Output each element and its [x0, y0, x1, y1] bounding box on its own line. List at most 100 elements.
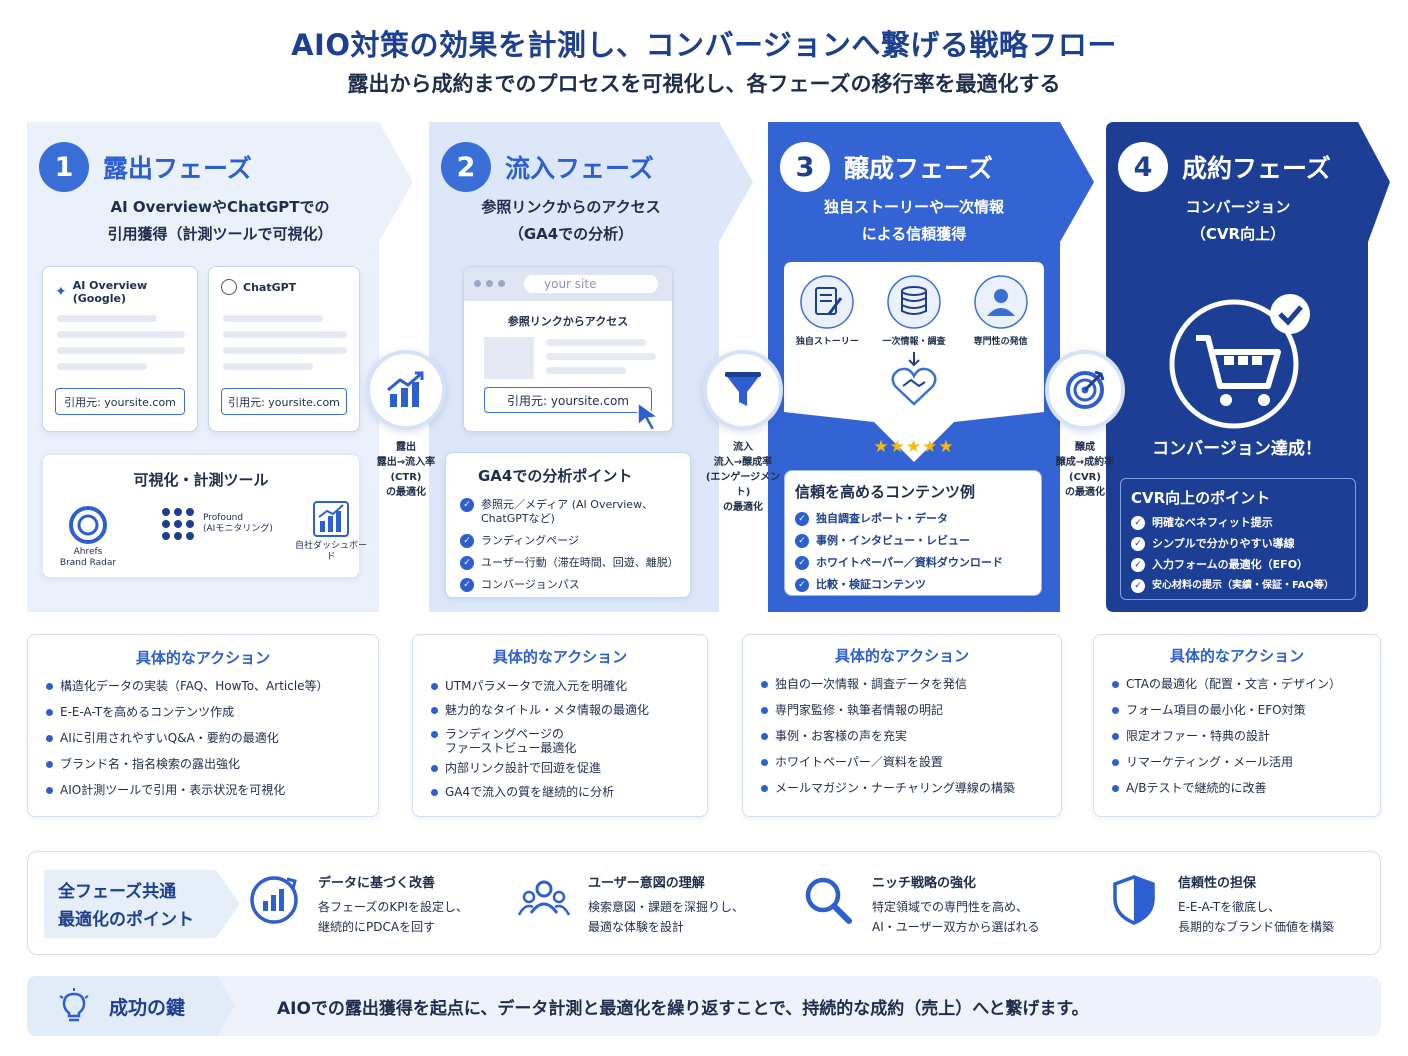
list-item: A/Bテストで継続的に改善 — [1112, 781, 1366, 795]
list-item: E-E-A-Tを高めるコンテンツ作成 — [46, 705, 364, 719]
browser-heading: 参照リンクからアクセス — [507, 315, 629, 328]
lightbulb-icon — [59, 988, 89, 1022]
phase-name: 成約フェーズ — [1182, 154, 1331, 183]
list-item: ✓シンプルで分かりやすい導線 — [1131, 537, 1355, 551]
common-points-label: 全フェーズ共通最適化のポイント — [44, 870, 244, 938]
content-list: ✓独自調査レポート・データ ✓事例・インタビュー・レビュー ✓ホワイトペーパー／… — [795, 512, 1041, 592]
cvr-points-card: CVR向上のポイント ✓明確なベネフィット提示 ✓シンプルで分かりやすい導線 ✓… — [1120, 478, 1356, 600]
connector-nurture-conversion: 醸成醸成→成約率(CVR)の最適化 — [1045, 350, 1125, 500]
list-item: ✓事例・インタビュー・レビュー — [795, 534, 1041, 548]
icon-original-story: 独自ストーリー — [786, 274, 868, 347]
phase-description: 独自ストーリーや一次情報による信頼獲得 — [823, 198, 1004, 243]
dashboard-chart-icon — [313, 501, 349, 537]
list-item: ✓明確なベネフィット提示 — [1131, 516, 1355, 530]
check-icon: ✓ — [460, 578, 474, 592]
citation-link[interactable]: 引用元: yoursite.com — [484, 387, 652, 413]
source-card-chatgpt: ChatGPT 引用元: yoursite.com — [208, 266, 360, 432]
check-icon: ✓ — [460, 556, 474, 570]
handshake-heart-icon — [891, 352, 937, 406]
person-icon — [973, 275, 1028, 329]
success-key-label: 成功の鍵 — [109, 997, 186, 1019]
list-item: 内部リンク設計で回遊を促進 — [431, 761, 693, 775]
phase-description: コンバージョン（CVR向上） — [1185, 198, 1291, 243]
list-item: ✓ユーザー行動（滞在時間、回遊、離脱） — [460, 556, 690, 570]
connector-inflow-nurture: 流入流入→醸成率(エンゲージメント)の最適化 — [703, 350, 783, 515]
list-item: GA4で流入の質を継続的に分析 — [431, 785, 693, 799]
cvr-title: CVR向上のポイント — [1131, 489, 1271, 507]
phase-number: 2 — [441, 142, 491, 192]
check-icon: ✓ — [1131, 516, 1145, 530]
common-points-bar: 全フェーズ共通最適化のポイント データに基づく改善各フェーズのKPIを設定し、継… — [27, 851, 1381, 955]
shield-icon — [1113, 875, 1155, 925]
list-item: 独自の一次情報・調査データを発信 — [761, 677, 1047, 691]
success-key-bar: 成功の鍵 AIOでの露出獲得を起点に、データ計測と最適化を繰り返すことで、持続的… — [27, 976, 1381, 1036]
citation-box: 引用元: yoursite.com — [221, 388, 347, 415]
page-title: AIO対策の効果を計測し、コンバージョンへ繋げる戦略フロー — [291, 28, 1117, 62]
analysis-title: GA4での分析ポイント — [478, 467, 633, 485]
check-icon: ✓ — [460, 534, 474, 548]
content-title: 信頼を高めるコンテンツ例 — [795, 483, 976, 501]
phase-number: 4 — [1118, 142, 1168, 192]
check-icon: ✓ — [1131, 558, 1145, 572]
check-icon: ✓ — [1131, 579, 1145, 593]
tool-profound: Profound(AIモニタリング) — [161, 507, 281, 541]
list-item: ✓入力フォームの最適化（EFO） — [1131, 558, 1355, 572]
phase-number: 1 — [39, 142, 89, 192]
list-item: 構造化データの実装（FAQ、HowTo、Article等） — [46, 679, 364, 693]
actions-title: 具体的なアクション — [492, 648, 628, 666]
phase-nurture: 3 醸成フェーズ 独自ストーリーや一次情報による信頼獲得 独自ストーリー 一次情… — [768, 122, 1094, 612]
phase-description: AI OverviewやChatGPTでの引用獲得（計測ツールで可視化） — [107, 198, 333, 243]
openai-icon — [221, 279, 237, 295]
target-icon — [1066, 370, 1105, 409]
check-icon: ✓ — [1131, 537, 1145, 551]
tools-title: 可視化・計測ツール — [133, 471, 269, 489]
actions-card-conversion: 具体的なアクション CTAの最適化（配置・文言・デザイン） フォーム項目の最小化… — [1093, 634, 1381, 817]
list-item: ランディングページの ファーストビュー最適化 — [431, 727, 693, 755]
browser-mock: your site 参照リンクからアクセス 引用元: yoursite.com — [463, 266, 673, 432]
document-pen-icon — [800, 275, 855, 329]
trust-label: 信頼の醸成 — [886, 424, 942, 437]
actions-title: 具体的なアクション — [1169, 647, 1305, 665]
list-item: フォーム項目の最小化・EFO対策 — [1112, 703, 1366, 717]
analysis-list: ✓参照元／メディア (AI Overview、ChatGPTなど) ✓ランディン… — [460, 498, 690, 592]
phase-inflow: 2 流入フェーズ 参照リンクからのアクセス（GA4での分析） your site… — [429, 122, 753, 612]
icon-primary-research: 一次情報・調査 — [873, 274, 955, 347]
check-icon: ✓ — [795, 556, 809, 570]
list-item: 魅力的なタイトル・メタ情報の最適化 — [431, 703, 693, 717]
check-icon: ✓ — [795, 512, 809, 526]
list-item: メールマガジン・ナーチャリング導線の構築 — [761, 781, 1047, 795]
phase-conversion: 4 成約フェーズ コンバージョン（CVR向上） コンバージョン達成！ CVR向上… — [1106, 122, 1390, 612]
success-key-text: AIOでの露出獲得を起点に、データ計測と最適化を繰り返すことで、持続的な成約（売… — [277, 999, 1089, 1019]
list-item: リマーケティング・メール活用 — [1112, 755, 1366, 769]
trust-card: 独自ストーリー 一次情報・調査 専門性の発信 信頼の醸成 ★★★★★ — [784, 262, 1044, 462]
browser-url-bar: your site — [524, 275, 658, 293]
page-subtitle: 露出から成約までのプロセスを可視化し、各フェーズの移行率を最適化する — [347, 72, 1061, 96]
list-item: AIO計測ツールで引用・表示状況を可視化 — [46, 783, 364, 797]
data-chart-icon — [250, 876, 298, 924]
actions-card-exposure: 具体的なアクション 構造化データの実装（FAQ、HowTo、Article等） … — [27, 634, 379, 817]
list-item: ホワイトペーパー／資料を設置 — [761, 755, 1047, 769]
sparkle-icon: ✦ — [55, 284, 67, 300]
list-item: ✓ランディングページ — [460, 534, 690, 548]
cursor-icon — [637, 401, 661, 431]
growth-chart-icon — [387, 371, 424, 407]
rating-stars: ★★★★★ — [873, 437, 955, 457]
phase-description: 参照リンクからのアクセス（GA4での分析） — [481, 198, 661, 243]
database-icon — [887, 275, 941, 329]
list-item: 専門家監修・執筆者情報の明記 — [761, 703, 1047, 717]
phase-name: 醸成フェーズ — [844, 154, 993, 183]
users-icon — [517, 880, 571, 916]
search-icon — [805, 877, 852, 924]
actions-title: 具体的なアクション — [135, 649, 271, 667]
actions-card-nurture: 具体的なアクション 独自の一次情報・調査データを発信 専門家監修・執筆者情報の明… — [742, 634, 1062, 817]
source-card-ai-overview: ✦AI Overview (Google) 引用元: yoursite.com — [42, 266, 198, 432]
check-icon: ✓ — [795, 534, 809, 548]
common-point-data: データに基づく改善各フェーズのKPIを設定し、継続的にPDCAを回す — [246, 872, 468, 937]
trust-content-card: 信頼を高めるコンテンツ例 ✓独自調査レポート・データ ✓事例・インタビュー・レビ… — [784, 470, 1042, 596]
common-point-intent: ユーザー意図の理解検索意図・課題を深掘りし、最適な体験を設計 — [516, 872, 744, 937]
list-item: CTAの最適化（配置・文言・デザイン） — [1112, 677, 1366, 691]
list-item: ブランド名・指名検索の露出強化 — [46, 757, 364, 771]
list-item: AIに引用されやすいQ&A・要約の最適化 — [46, 731, 364, 745]
